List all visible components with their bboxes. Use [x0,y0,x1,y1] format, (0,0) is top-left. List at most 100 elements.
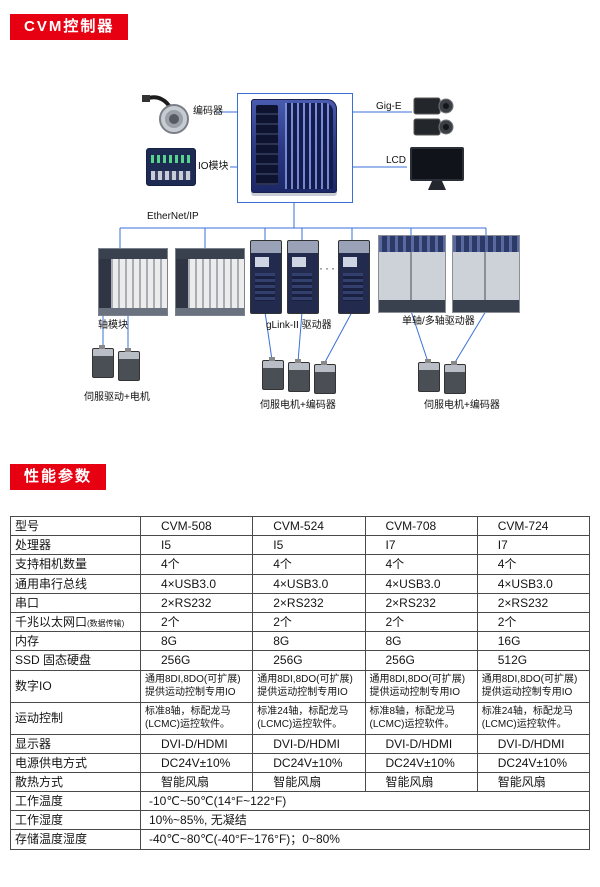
lcd-monitor-icon [410,147,464,181]
table-cell: 512G [476,650,591,671]
encoder-icon [140,93,196,137]
table-cell: 4个 [139,554,254,575]
table-cell: DVI-D/HDMI [476,733,591,754]
servo-drive-motor-label: 伺服驱动+电机 [84,392,150,403]
table-cell: DC24V±10% [252,752,366,773]
table-cell: 4×USB3.0 [139,573,254,594]
table-row: 散热方式智能风扇智能风扇智能风扇智能风扇 [10,771,591,793]
glink-drive-icon [287,240,319,314]
multi-axis-driver-label: 单轴/多轴驱动器 [402,316,475,327]
table-cell: 通用8DI,8DO(可扩展) 提供运动控制专用IO [364,669,478,703]
cvm-controller-icon [237,93,353,203]
table-cell: 标准8轴，标配龙马(LCMC)运控软件。 [139,701,254,735]
table-cell: 4×USB3.0 [476,573,591,594]
table-cell: 标准24轴，标配龙马(LCMC)运控软件。 [252,701,366,735]
table-cell: I5 [139,535,254,556]
table-cell: 2×RS232 [139,592,254,613]
table-cell: 智能风扇 [252,771,366,793]
row-label: 通用串行总线 [10,573,141,594]
controller-chassis [251,99,337,193]
io-module-label: IO模块 [198,161,229,172]
ethernet-label: EtherNet/IP [147,211,199,222]
row-label: 数字IO [10,669,141,703]
table-cell: 8G [139,631,254,652]
row-label-note: (数据传输) [87,618,125,628]
row-label: 处理器 [10,535,141,556]
table-row-merged: 存储温度湿度-40℃~80℃(-40°F~176°F)；0~80% [10,829,590,850]
servo-motor-icon [262,357,284,390]
gige-label: Gig-E [376,101,402,112]
table-cell: 256G [252,650,366,671]
table-cell: 4个 [364,554,478,575]
servo-motor-icon [444,361,466,394]
table-cell: 4个 [252,554,366,575]
multi-axis-drive-icon [452,235,520,313]
row-label: 存储温度湿度 [10,829,141,850]
col-header: CVM-508 [139,515,254,537]
row-label: 工作湿度 [10,810,141,831]
table-cell: I7 [364,535,478,556]
system-topology-diagram: 编码器 IO模块 Gig-E LCD EtherNet/IP ····· [0,0,600,460]
table-cell: 2×RS232 [476,592,591,613]
table-cell: 2×RS232 [252,592,366,613]
table-cell: 通用8DI,8DO(可扩展) 提供运动控制专用IO [139,669,254,703]
col-header-model: 型号 [10,515,141,537]
table-cell: 4个 [476,554,591,575]
table-cell: I5 [252,535,366,556]
row-label: 工作温度 [10,791,141,812]
glink-drive-icon [250,240,282,314]
table-cell: 通用8DI,8DO(可扩展) 提供运动控制专用IO [476,669,591,703]
table-cell-merged: -40℃~80℃(-40°F~176°F)；0~80% [140,829,590,850]
table-cell: 8G [364,631,478,652]
table-cell: DC24V±10% [364,752,478,773]
table-cell: DVI-D/HDMI [139,733,254,754]
servo-motor-icon [314,361,336,394]
table-cell: 通用8DI,8DO(可扩展) 提供运动控制专用IO [252,669,366,703]
table-cell: DVI-D/HDMI [364,733,478,754]
gige-cameras-icon [410,96,458,140]
table-cell: 2个 [139,611,254,633]
table-cell: 16G [476,631,591,652]
table-cell: 智能风扇 [139,771,254,793]
table-cell: DC24V±10% [139,752,254,773]
servo-motor-encoder-label: 伺服电机+编码器 [424,400,500,411]
table-cell: 2个 [476,611,591,633]
row-label: 电源供电方式 [10,752,141,773]
table-cell: 智能风扇 [364,771,478,793]
io-module-icon [146,148,196,186]
row-label: 串口 [10,592,141,613]
table-cell: 4×USB3.0 [252,573,366,594]
glink-drive-icon [338,240,370,314]
servo-motor-icon [92,345,114,378]
table-cell-merged: -10℃~50℃(14°F~122°F) [140,791,590,812]
section-title-performance-params: 性能参数 [10,464,107,490]
row-label: SSD 固态硬盘 [10,650,141,671]
table-cell: I7 [476,535,591,556]
glink-driver-label: gLink-II 驱动器 [266,320,332,331]
encoder-label: 编码器 [193,106,223,117]
axis-module-icon [98,248,168,316]
table-cell: DC24V±10% [476,752,591,773]
multi-axis-drive-icon [378,235,446,313]
table-cell: 智能风扇 [476,771,591,793]
servo-motor-icon [288,359,310,392]
col-header: CVM-708 [364,515,478,537]
table-cell: 256G [139,650,254,671]
table-cell-merged: 10%~85%, 无凝结 [140,810,590,831]
table-cell: 4×USB3.0 [364,573,478,594]
col-header: CVM-724 [476,515,591,537]
row-label: 散热方式 [10,771,141,793]
